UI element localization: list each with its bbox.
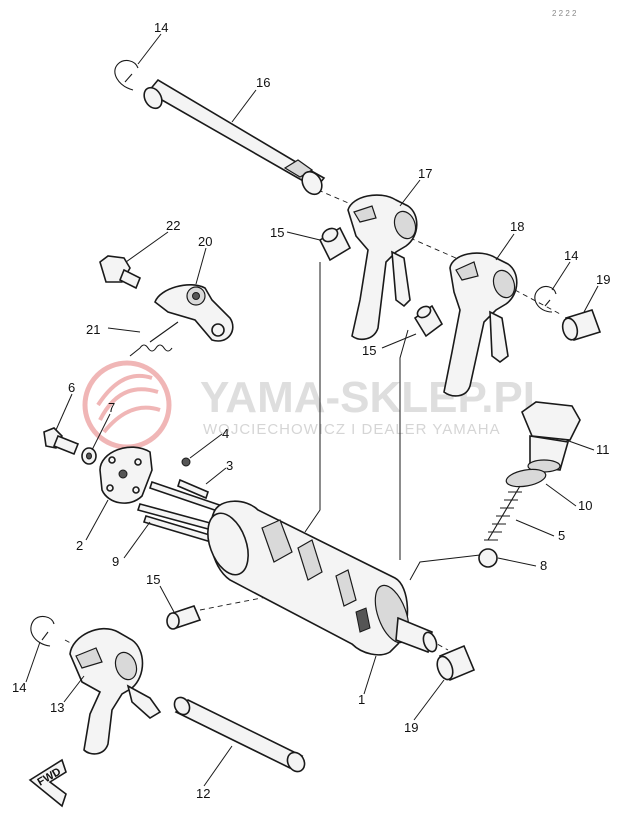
callout-1: 1 bbox=[358, 692, 365, 707]
callout-14: 14 bbox=[154, 20, 168, 35]
watermark-subtitle: WOJCIECHOWICZ I DEALER YAMAHA bbox=[203, 421, 501, 438]
callout-13: 13 bbox=[50, 700, 64, 715]
circlip-lower bbox=[30, 615, 55, 647]
callout-2: 9 bbox=[112, 554, 119, 569]
plug-washer bbox=[505, 468, 547, 488]
watermark: YAMA-SKLEP.PL WOJCIECHOWICZ I DEALER YAM… bbox=[82, 360, 550, 450]
callout-15: 15 bbox=[362, 343, 376, 358]
stopper-plug bbox=[521, 401, 581, 473]
callout-3: 3 bbox=[226, 458, 233, 473]
callout-7: 7 bbox=[108, 400, 115, 415]
end-cap-upper bbox=[561, 309, 602, 341]
callout-12: 12 bbox=[196, 786, 210, 801]
callout-10: 10 bbox=[578, 498, 592, 513]
forward-arrow: FWD bbox=[28, 758, 67, 808]
callout-labels: 14 16 17 15 22 20 18 14 19 21 15 6 7 4 3… bbox=[12, 20, 610, 801]
shift-segment bbox=[99, 446, 153, 504]
shift-fork-upper bbox=[347, 194, 418, 341]
callout-18: 18 bbox=[510, 219, 524, 234]
callout-16: 16 bbox=[256, 75, 270, 90]
watermark-logo bbox=[82, 360, 172, 450]
callout-22: 22 bbox=[166, 218, 180, 233]
assembly-lines bbox=[64, 189, 563, 651]
callout-14: 14 bbox=[12, 680, 26, 695]
corner-mark: 2 2 2 2 bbox=[552, 9, 577, 18]
stopper-lever bbox=[154, 284, 234, 342]
detent-spring bbox=[484, 485, 522, 541]
callout-17: 17 bbox=[418, 166, 432, 181]
callout-4: 4 bbox=[222, 426, 229, 441]
guide-pin-lower bbox=[166, 605, 202, 630]
callout-15: 15 bbox=[270, 225, 284, 240]
callout-19: 19 bbox=[404, 720, 418, 735]
end-cap-lower bbox=[436, 644, 476, 682]
callout-21: 21 bbox=[86, 322, 100, 337]
callout-15: 15 bbox=[146, 572, 160, 587]
shift-cam-drum bbox=[207, 500, 438, 656]
callout-19: 19 bbox=[596, 272, 610, 287]
dowel-pin bbox=[181, 457, 191, 467]
watermark-brand: YAMA-SKLEP.PL bbox=[200, 373, 550, 422]
shift-fork-shaft-lower bbox=[173, 696, 306, 773]
watermark-logo-ring bbox=[82, 360, 172, 450]
detent-ball bbox=[478, 548, 498, 568]
callout-9: 5 bbox=[558, 528, 565, 543]
guide-pin-middle bbox=[413, 304, 444, 338]
watermark-logo-stripes bbox=[96, 373, 161, 434]
shift-fork-lower bbox=[69, 627, 162, 755]
guide-pin-upper bbox=[318, 226, 352, 262]
circlip-top bbox=[114, 59, 139, 91]
circlip-right bbox=[534, 285, 557, 313]
segment-bolt bbox=[43, 427, 80, 456]
callout-20: 20 bbox=[198, 234, 212, 249]
stopper-spring bbox=[129, 321, 179, 357]
stopper-bolt bbox=[99, 255, 142, 290]
shift-fork-middle bbox=[443, 252, 518, 397]
shift-fork-shaft-upper bbox=[143, 78, 326, 196]
callout-leaders bbox=[25, 33, 599, 787]
callout-5: 2 bbox=[76, 538, 83, 553]
callout-11: 11 bbox=[596, 442, 610, 457]
callout-8: 8 bbox=[540, 558, 547, 573]
callout-6: 6 bbox=[68, 380, 75, 395]
callout-14: 14 bbox=[564, 248, 578, 263]
